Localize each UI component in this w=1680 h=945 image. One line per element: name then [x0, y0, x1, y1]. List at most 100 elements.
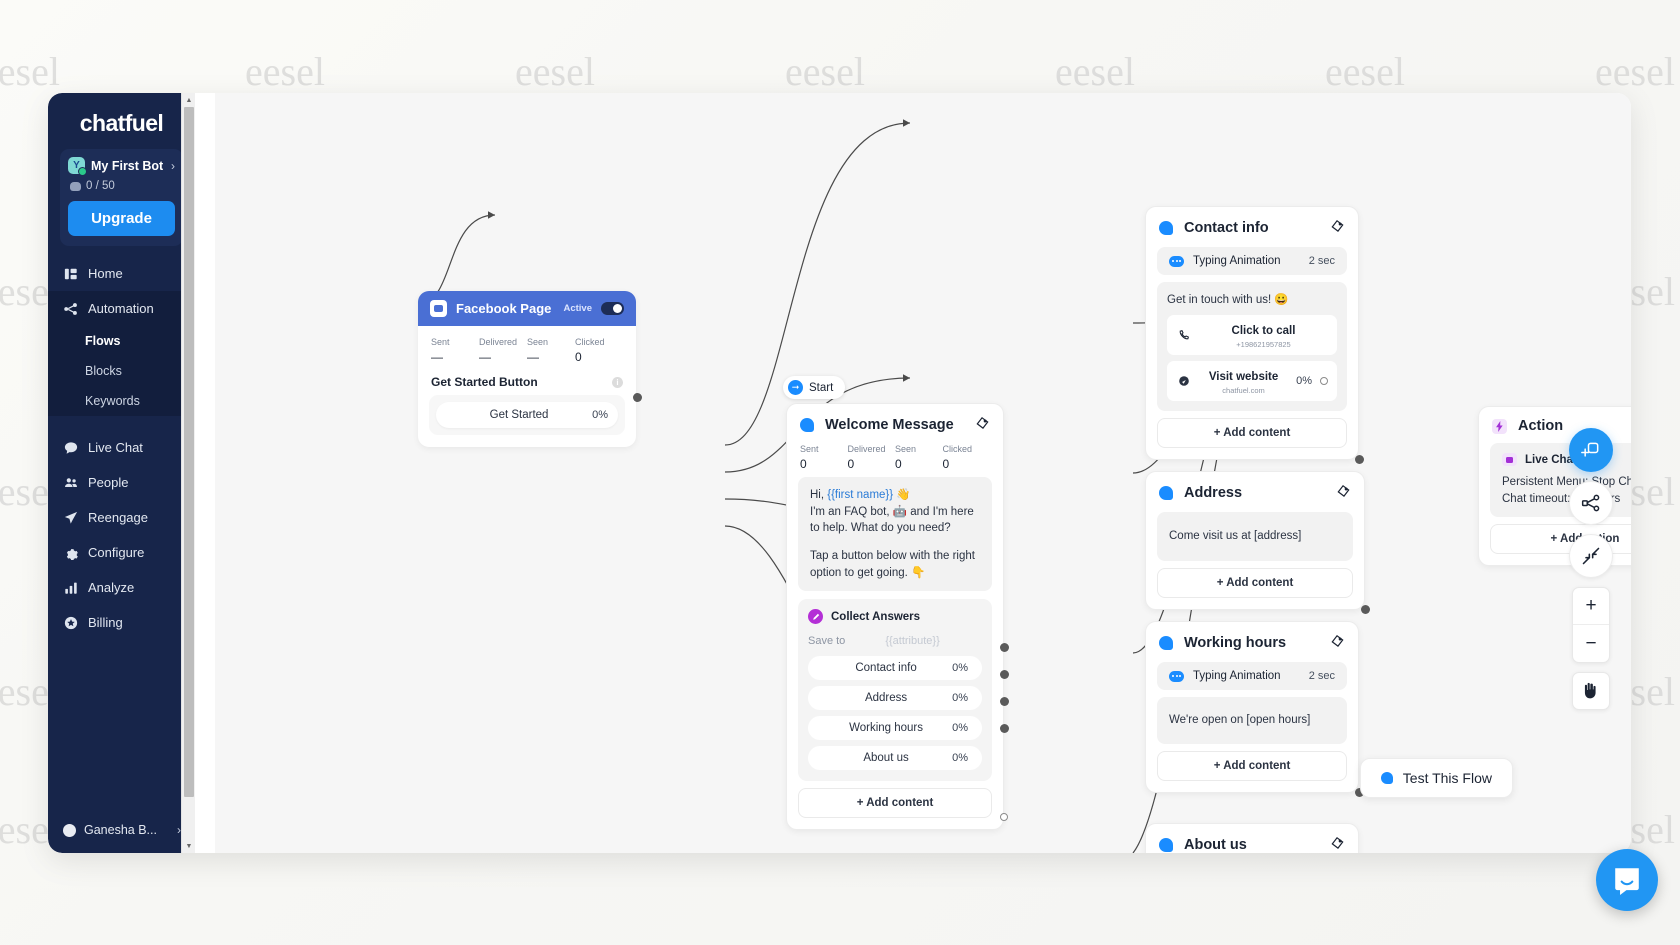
upgrade-button[interactable]: Upgrade [68, 201, 175, 236]
messenger-icon [430, 300, 447, 317]
node-welcome-message[interactable]: Welcome Message Sent 0 Delivered 0 Seen … [786, 403, 1009, 831]
typing-animation-row[interactable]: Typing Animation 2 sec [1157, 247, 1347, 275]
active-label: Active [563, 303, 592, 314]
bot-selector-card[interactable]: Y My First Bot › 0 / 50 Upgrade [60, 149, 183, 246]
tag-icon[interactable] [975, 415, 990, 435]
choice-working-hours[interactable]: Working hours 0% [808, 716, 982, 741]
app-window: chatfuel Y My First Bot › 0 / 50 Upgrade… [48, 93, 1631, 853]
typing-animation-row[interactable]: Typing Animation 2 sec [1157, 662, 1347, 690]
sidebar-subitem-flows[interactable]: Flows [48, 326, 195, 356]
visit-website-button[interactable]: Visit website chatfuel.com 0% [1167, 361, 1337, 401]
add-content-button[interactable]: + Add content [1157, 418, 1347, 448]
sidebar-item-automation[interactable]: Automation [48, 291, 195, 326]
output-connector[interactable] [1361, 604, 1370, 614]
typing-animation-icon [1169, 670, 1184, 682]
quota-value: 0 / 50 [86, 180, 115, 192]
output-connector[interactable] [1355, 455, 1364, 464]
add-content-button[interactable]: + Add content [798, 788, 992, 819]
zoom-out-button[interactable]: − [1585, 632, 1597, 654]
scroll-down-arrow-icon[interactable]: ▼ [182, 839, 196, 853]
node-facebook-page[interactable]: Facebook Page Active Sent — Delivered — … [418, 291, 642, 447]
chevron-right-icon: › [177, 823, 181, 837]
avatar [63, 823, 76, 837]
contact-card[interactable]: Get in touch with us! 😀 Click to call +1… [1157, 282, 1347, 411]
add-content-button[interactable]: + Add content [1157, 567, 1353, 598]
auto-layout-button[interactable] [1569, 481, 1613, 525]
collect-answers-block[interactable]: Collect Answers Save to {{attribute}} Co… [798, 599, 992, 782]
scrollbar-thumb[interactable] [184, 107, 194, 797]
output-connector-address[interactable] [1000, 670, 1009, 679]
output-connector-ring[interactable] [1320, 377, 1328, 385]
flow-canvas[interactable]: Facebook Page Active Sent — Delivered — … [195, 93, 1631, 853]
user-account-row[interactable]: Ganesha B... › [48, 811, 195, 853]
stat-seen: Seen 0 [895, 444, 943, 471]
sidebar-item-configure[interactable]: Configure [48, 535, 195, 570]
node-header: Contact info [1146, 207, 1358, 247]
node-working-hours[interactable]: Working hours Typing Animation 2 sec We'… [1145, 621, 1364, 797]
choice-label: Contact info [855, 662, 917, 675]
hours-message-block[interactable]: We're open on [open hours] [1157, 697, 1347, 744]
save-to-row[interactable]: Save to {{attribute}} [808, 635, 982, 647]
stat-label: Clicked [575, 337, 605, 347]
live-chat-action-block[interactable]: Live Chat Persistent Menu: Stop Chat Cha… [1490, 443, 1631, 518]
zoom-in-button[interactable]: + [1573, 588, 1609, 625]
fit-to-screen-button[interactable] [1569, 534, 1613, 578]
output-connector[interactable] [1355, 787, 1364, 797]
node-header: Address [1146, 472, 1364, 512]
stat-sent: Sent 0 [800, 444, 848, 471]
output-connector-contact[interactable] [1000, 643, 1009, 652]
sidebar-scrollbar[interactable]: ▲ ▼ [181, 93, 196, 853]
sidebar-item-billing[interactable]: Billing [48, 605, 195, 640]
get-started-button[interactable]: Get Started 0% [436, 402, 618, 428]
tag-icon[interactable] [1330, 218, 1345, 238]
add-content-button[interactable]: + Add content [1157, 750, 1347, 781]
output-connector-hours[interactable] [1000, 697, 1009, 706]
active-toggle[interactable] [601, 302, 624, 315]
sidebar-subitem-keywords[interactable]: Keywords [48, 386, 195, 416]
sidebar-item-people[interactable]: People [48, 465, 195, 500]
start-label: Start [809, 381, 834, 394]
stat-clicked: Clicked 0 [943, 444, 991, 471]
sidebar-item-live-chat[interactable]: Live Chat [48, 430, 195, 465]
node-output-ring[interactable] [1000, 813, 1008, 822]
stat-seen: Seen — [527, 337, 575, 364]
tag-icon[interactable] [1330, 835, 1345, 853]
tag-icon[interactable] [1336, 483, 1351, 503]
welcome-message-block[interactable]: Hi, {{first name}} 👋 I'm an FAQ bot, 🤖 a… [798, 477, 992, 592]
output-connector[interactable] [633, 393, 642, 402]
stat-sent: Sent — [431, 337, 479, 364]
sidebar-item-reengage[interactable]: Reengage [48, 500, 195, 535]
sidebar-item-home[interactable]: Home [48, 256, 195, 291]
intercom-launcher-button[interactable] [1596, 849, 1658, 911]
pan-tool-button[interactable] [1572, 672, 1610, 710]
info-icon[interactable]: i [612, 376, 623, 388]
typing-label: Typing Animation [1193, 670, 1281, 682]
node-address[interactable]: Address Come visit us at [address] + Add… [1145, 471, 1370, 614]
billing-icon [63, 615, 78, 630]
test-this-flow-button[interactable]: Test This Flow [1359, 758, 1513, 798]
node-contact-info[interactable]: Contact info Typing Animation 2 sec Get … [1145, 206, 1364, 464]
message-bubble-icon [800, 418, 814, 432]
typing-label: Typing Animation [1193, 255, 1281, 267]
address-message-block[interactable]: Come visit us at [address] [1157, 512, 1353, 561]
bot-row[interactable]: Y My First Bot › [68, 157, 175, 176]
click-to-call-button[interactable]: Click to call +198621957825 [1167, 315, 1337, 355]
scroll-up-arrow-icon[interactable]: ▲ [182, 93, 196, 107]
sidebar-item-label: Billing [88, 615, 123, 630]
choice-contact-info[interactable]: Contact info 0% [808, 656, 982, 681]
stat-value: 0 [575, 350, 582, 364]
choice-about-us[interactable]: About us 0% [808, 746, 982, 771]
zoom-controls: + − [1572, 587, 1610, 663]
node-title: Address [1184, 485, 1243, 501]
choice-address[interactable]: Address 0% [808, 686, 982, 711]
sidebar-subitem-blocks[interactable]: Blocks [48, 356, 195, 386]
tag-icon[interactable] [1330, 633, 1345, 653]
node-about-us[interactable]: About us We're cool and awesome 🙂 + Add … [1145, 823, 1359, 853]
message-bubble-icon [1159, 636, 1173, 650]
facebook-node-header: Facebook Page Active [418, 291, 636, 326]
start-chip[interactable]: ➞ Start [783, 376, 846, 399]
add-block-button[interactable] [1569, 428, 1613, 472]
website-button-text: Visit website chatfuel.com [1199, 367, 1288, 395]
sidebar-item-analyze[interactable]: Analyze [48, 570, 195, 605]
output-connector-about[interactable] [1000, 724, 1009, 733]
